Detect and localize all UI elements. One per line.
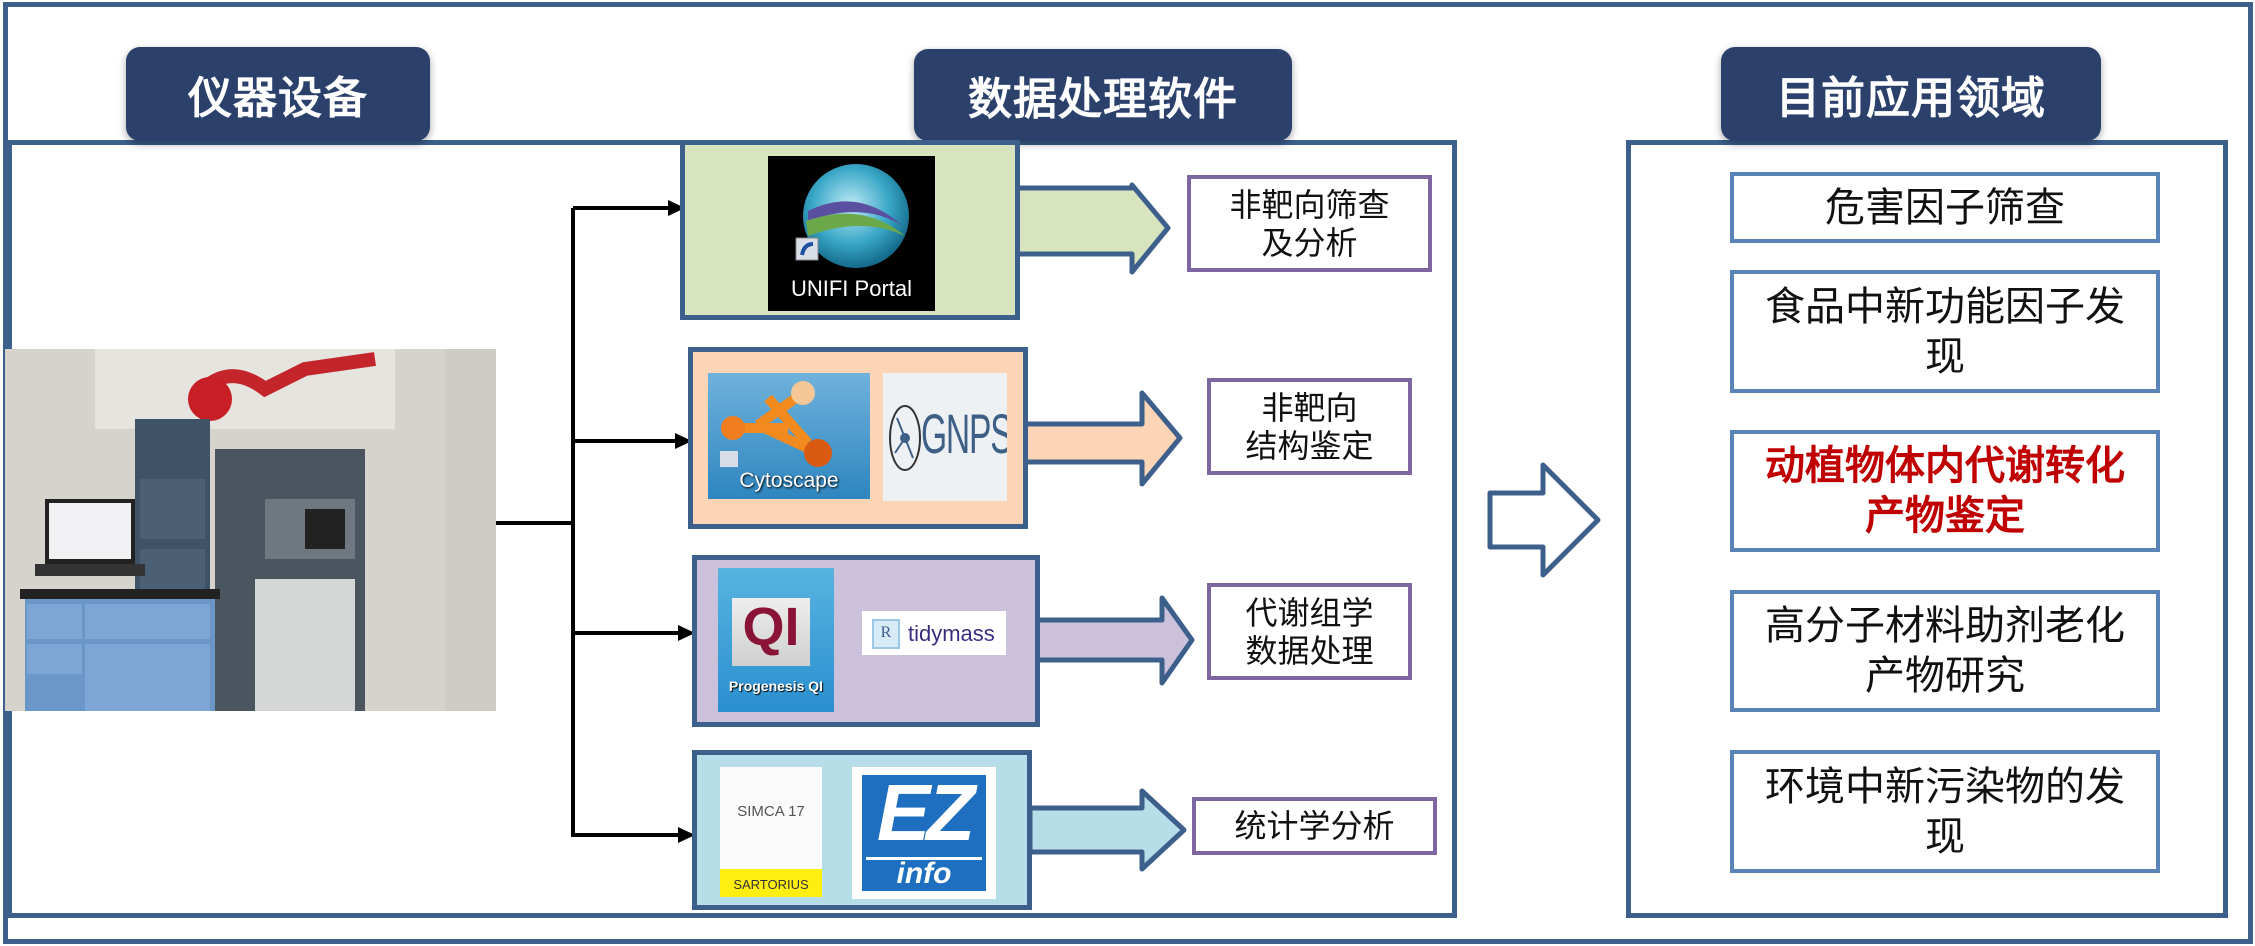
progenesis-tile — [732, 598, 810, 666]
ezinfo-ez-text: EZ — [876, 768, 975, 857]
instrument-photo — [5, 349, 496, 711]
header-applications: 目前应用领域 — [1721, 47, 2101, 141]
connector-arrow-4 — [573, 827, 695, 843]
tidymass-label: tidymass — [908, 621, 995, 646]
result-box-nontarget-structure: 非靶向 结构鉴定 — [1207, 378, 1412, 475]
unifi-globe-icon — [795, 164, 909, 268]
header-software: 数据处理软件 — [914, 49, 1292, 141]
application-emerging-pollutants: 环境中新污染物的发 现 — [1730, 750, 2160, 873]
result-box-metabolomics: 代谢组学 数据处理 — [1207, 583, 1412, 680]
application-polymer-aging: 高分子材料助剂老化 产物研究 — [1730, 590, 2160, 712]
sartorius-label: SARTORIUS — [733, 877, 809, 892]
progenesis-qi-glyph: QI — [742, 597, 800, 657]
connector-arrow-1 — [573, 200, 685, 216]
connector-arrow-3 — [573, 625, 695, 641]
r-package-icon: R — [872, 619, 900, 649]
gnps-label: GNPS — [921, 402, 1007, 465]
block-arrow-1 — [1012, 182, 1171, 275]
block-arrow-3 — [1034, 595, 1195, 686]
tidymass-logo: R tidymass — [862, 611, 1006, 655]
application-metabolic-products: 动植物体内代谢转化 产物鉴定 — [1730, 430, 2160, 552]
ezinfo-logo: EZ info — [852, 767, 996, 899]
ezinfo-divider — [866, 857, 982, 860]
applications-panel — [1626, 140, 2228, 918]
cytoscape-label: Cytoscape — [739, 469, 839, 492]
progenesis-qi-label: Progenesis QI — [728, 678, 824, 694]
header-instruments: 仪器设备 — [126, 47, 430, 141]
ezinfo-info-text: info — [896, 857, 952, 890]
gnps-molecule-icon — [889, 405, 921, 471]
ezinfo-tile — [862, 775, 986, 891]
cytoscape-network-icon — [720, 381, 832, 467]
simca-label: SIMCA 17 — [737, 803, 805, 820]
unifi-portal-logo: UNIFI Portal — [768, 156, 935, 311]
simca-logo: SIMCA 17 SARTORIUS — [720, 767, 822, 897]
connector-arrow-2 — [573, 433, 692, 449]
application-hazard-screening: 危害因子筛查 — [1730, 172, 2160, 243]
sartorius-band — [720, 869, 822, 897]
block-arrow-2 — [1022, 390, 1183, 487]
cytoscape-logo: Cytoscape — [708, 373, 870, 499]
flow-arrow-icon — [1487, 462, 1601, 578]
application-food-functional-factors: 食品中新功能因子发 现 — [1730, 270, 2160, 393]
gnps-logo: GNPS — [883, 373, 1007, 501]
block-arrow-4 — [1027, 788, 1187, 872]
progenesis-qi-logo: QI Progenesis QI — [718, 568, 834, 712]
unifi-portal-label: UNIFI Portal — [790, 276, 913, 301]
result-box-nontarget-screening: 非靶向筛查 及分析 — [1187, 175, 1432, 272]
result-box-statistics: 统计学分析 — [1192, 797, 1437, 855]
instrument-photo-illustration — [5, 349, 496, 711]
